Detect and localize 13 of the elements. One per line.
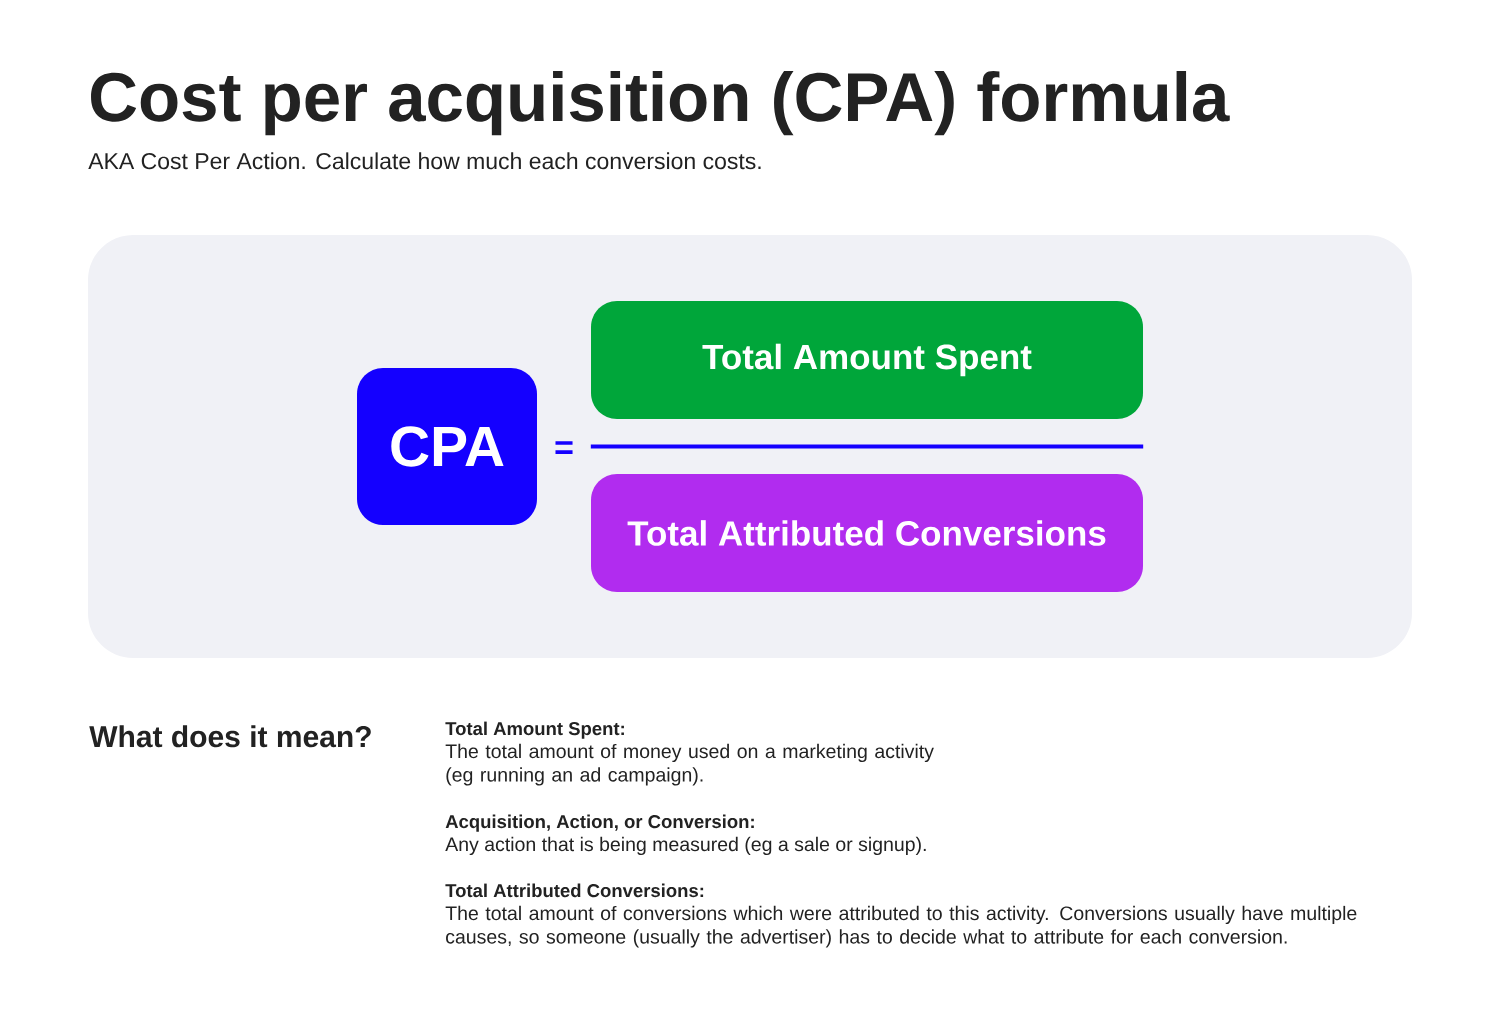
- definition-term: Total Attributed Conversions:: [445, 883, 704, 898]
- numerator-box: Total Amount Spent: [591, 301, 1143, 419]
- section-heading: What does it mean?: [89, 725, 371, 748]
- denominator-box: Total Attributed Conversions: [591, 474, 1143, 592]
- equals-sign: =: [555, 441, 573, 454]
- definition-text: Any action that is being measured (eg a sale or signup).: [445, 836, 926, 856]
- definition-text: The total amount of money used on a marketing activity (eg running an ad campaign).: [445, 743, 934, 786]
- definition-term: Acquisition, Action, or Conversion:: [445, 814, 754, 832]
- variable-box: CPA: [357, 368, 537, 525]
- title: Cost per acquisition (CPA) formula: [91, 71, 1230, 136]
- definition-text: The total amount of conversions which were attributed to this activity. Conversions usually have multiple causes, so someone (usually the advertiser) has to decide what to attribute for each conversion.: [445, 905, 1357, 948]
- definition-term: Total Amount Spent:: [445, 721, 624, 739]
- subtitle: AKA Cost Per Action. Calculate how much each conversion costs.: [88, 152, 761, 170]
